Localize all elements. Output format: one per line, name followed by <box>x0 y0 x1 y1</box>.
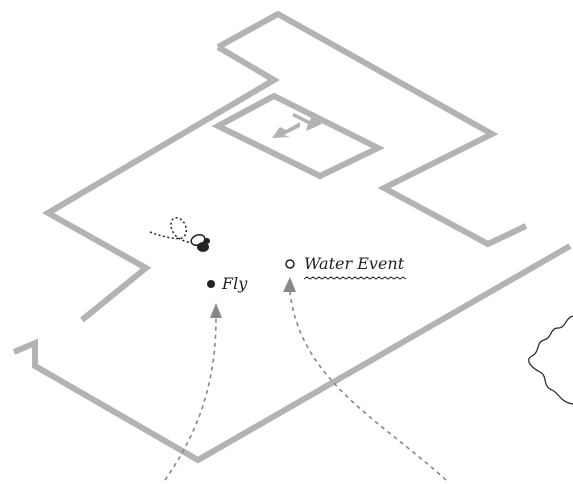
wavy-blob-icon <box>528 315 573 405</box>
fly-icon <box>149 217 210 252</box>
fly-head <box>204 238 210 244</box>
floor-walls <box>12 10 572 464</box>
upper-annex-wall <box>216 10 528 248</box>
fly-marker <box>207 280 215 288</box>
elevator-block <box>211 92 385 180</box>
fly-arrowhead <box>210 303 222 318</box>
water-event-marker <box>285 259 295 269</box>
fly-body <box>197 242 209 252</box>
water-event-wavy-underline <box>303 276 407 280</box>
lower-floor-wall <box>12 243 572 464</box>
elevator-arrows-icon <box>272 113 322 138</box>
water-event-arrow <box>283 277 447 481</box>
fly-arrow <box>164 303 222 481</box>
main-floor-wall <box>41 44 280 323</box>
water-event-label: Water Event <box>304 254 405 273</box>
water-event-arrowhead <box>283 277 296 292</box>
fly-label: Fly <box>221 274 248 293</box>
fly-flight-path <box>149 217 199 244</box>
